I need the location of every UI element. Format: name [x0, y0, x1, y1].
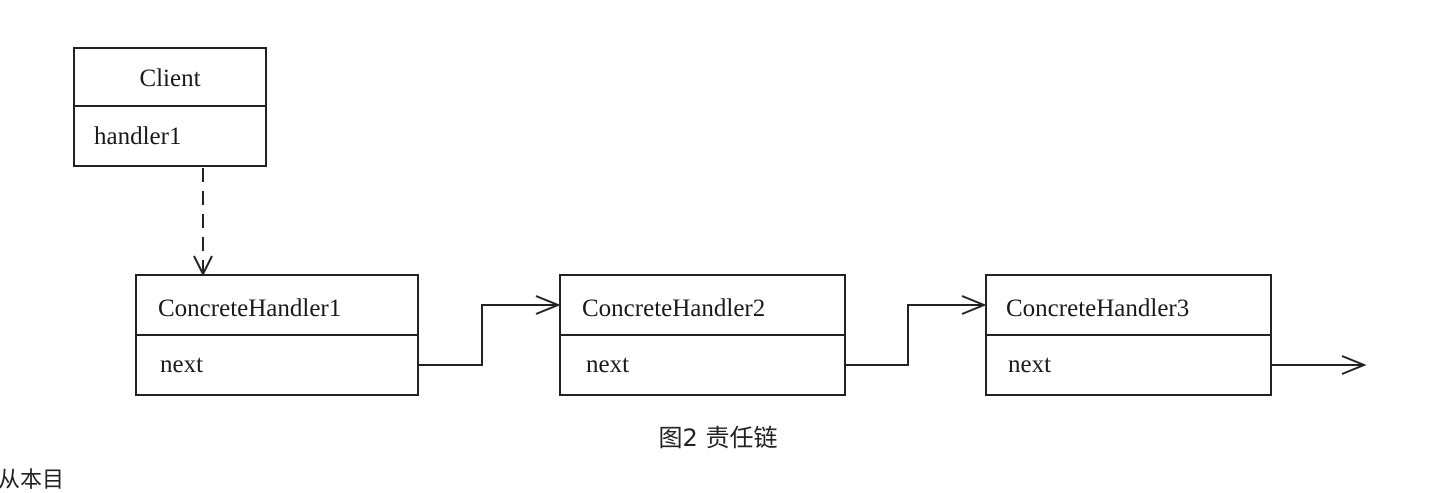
figure-caption: 图2 责任链: [658, 424, 778, 452]
handler-2-class-name: ConcreteHandler2: [582, 295, 765, 322]
handler-box-3: ConcreteHandler3 next: [985, 274, 1272, 396]
client-box: Client handler1: [73, 47, 267, 167]
handler-3-field: next: [1008, 351, 1051, 378]
handler-1-class-name: ConcreteHandler1: [158, 295, 341, 322]
next-arrow-1-to-2: [418, 295, 561, 366]
handler-box-2: ConcreteHandler2 next: [559, 274, 846, 396]
client-field: handler1: [94, 123, 181, 150]
handler-3-class-name: ConcreteHandler3: [1006, 295, 1189, 322]
client-class-name: Client: [139, 65, 200, 92]
handler-box-1: ConcreteHandler1 next: [135, 274, 419, 396]
next-arrow-3-out: [1271, 355, 1367, 375]
truncated-text: 从本目: [0, 468, 65, 493]
handler-1-field: next: [160, 351, 203, 378]
handler-2-field: next: [586, 351, 629, 378]
next-arrow-2-to-3: [845, 295, 987, 366]
dependency-arrow: [193, 168, 213, 277]
